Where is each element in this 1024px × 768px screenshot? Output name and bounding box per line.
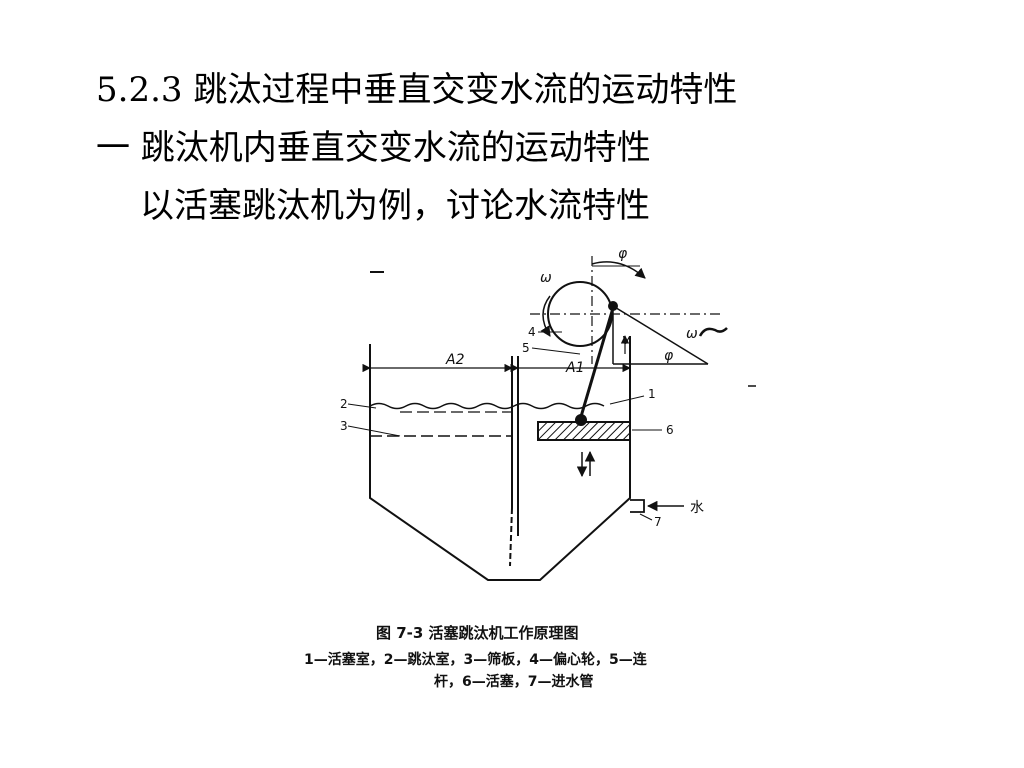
jig-diagram-figure: φ ω ω φ v A2 A1 1 2 3 4 5 6 7 水 图 7-3 活塞… bbox=[300, 236, 820, 696]
omega-label-left: ω bbox=[540, 270, 552, 286]
label-4: 4 bbox=[528, 325, 536, 339]
piston bbox=[537, 421, 631, 441]
water-surface bbox=[369, 402, 605, 410]
label-1: 1 bbox=[648, 387, 656, 401]
connecting-rod bbox=[578, 307, 615, 421]
jig-diagram: φ ω ω φ v A2 A1 1 2 3 4 5 6 7 水 图 7-3 活塞… bbox=[304, 246, 756, 690]
phi-label-right: φ bbox=[664, 348, 674, 364]
slide-subheading: 一 跳汰机内垂直交变水流的运动特性 bbox=[96, 128, 651, 168]
figure-caption-title: 图 7-3 活塞跳汰机工作原理图 bbox=[376, 624, 579, 642]
phi-label-top: φ bbox=[618, 246, 628, 262]
v-label: v bbox=[622, 332, 631, 348]
a1-label: A1 bbox=[565, 360, 584, 376]
label-3: 3 bbox=[340, 419, 348, 433]
label-6: 6 bbox=[666, 423, 674, 437]
water-label: 水 bbox=[690, 500, 704, 516]
label-5: 5 bbox=[522, 341, 530, 355]
label-7: 7 bbox=[654, 515, 662, 529]
omega-label-right: ω bbox=[686, 326, 698, 342]
label-2: 2 bbox=[340, 397, 348, 411]
slide-intro: 以活塞跳汰机为例，讨论水流特性 bbox=[140, 186, 650, 226]
a2-label: A2 bbox=[445, 352, 465, 368]
figure-legend-line2: 杆，6—活塞，7—进水管 bbox=[434, 673, 593, 690]
figure-legend-line1: 1—活塞室，2—跳汰室，3—筛板，4—偏心轮，5—连 bbox=[304, 651, 648, 668]
slide-heading: 5.2.3 跳汰过程中垂直交变水流的运动特性 bbox=[96, 70, 738, 110]
tank-outline bbox=[369, 336, 631, 581]
water-inlet-pipe bbox=[630, 499, 645, 513]
